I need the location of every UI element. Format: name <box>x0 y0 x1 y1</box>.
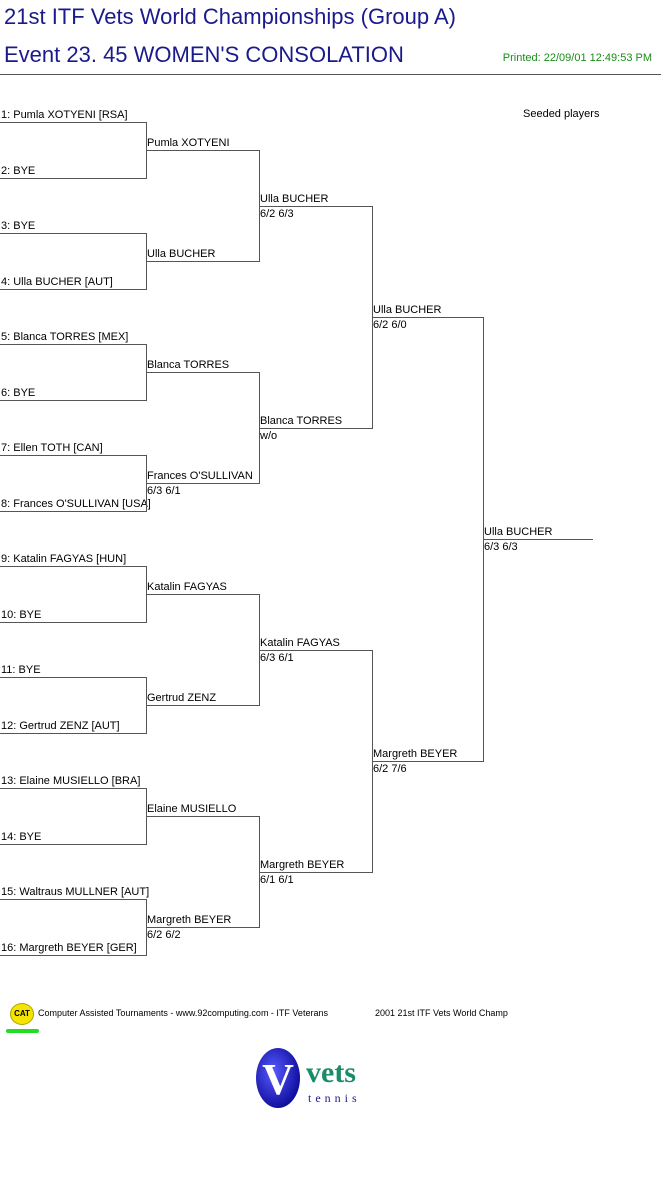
player-entry: 8: Frances O'SULLIVAN [USA] <box>1 498 151 510</box>
bracket-line <box>0 788 146 789</box>
bracket-line <box>0 899 146 900</box>
bracket-line <box>146 483 259 484</box>
header-divider <box>0 74 661 75</box>
match-winner-name: Pumla XOTYENI <box>147 137 230 149</box>
footer-credit: Computer Assisted Tournaments - www.92co… <box>38 1008 328 1018</box>
printed-timestamp: Printed: 22/09/01 12:49:53 PM <box>502 52 652 64</box>
bracket-line <box>0 233 146 234</box>
match-winner-name: Margreth BEYER <box>260 859 345 871</box>
cat-logo-icon: CAT <box>10 1003 34 1025</box>
logo-word: vets <box>306 1056 356 1089</box>
player-entry: 7: Ellen TOTH [CAN] <box>1 442 103 454</box>
vets-tennis-logo-icon: V vets tennis <box>256 1048 361 1108</box>
bracket-line <box>146 150 259 151</box>
bracket-line <box>146 594 259 595</box>
bracket-line <box>0 955 146 956</box>
bracket-line <box>146 816 259 817</box>
match-winner-name: Margreth BEYER <box>373 748 458 760</box>
event-title: Event 23. 45 WOMEN'S CONSOLATION <box>4 42 404 67</box>
match-score: 6/2 7/6 <box>373 763 407 775</box>
match-winner-name: Ulla BUCHER <box>260 193 329 205</box>
bracket-line <box>0 844 146 845</box>
player-entry: 6: BYE <box>1 387 36 399</box>
player-entry: 2: BYE <box>1 165 36 177</box>
bracket-line <box>0 178 146 179</box>
bracket-line <box>0 566 146 567</box>
bracket-line <box>146 261 259 262</box>
player-entry: 16: Margreth BEYER [GER] <box>1 942 137 954</box>
player-entry: 5: Blanca TORRES [MEX] <box>1 331 129 343</box>
bracket-line <box>0 511 146 512</box>
cat-underline <box>6 1029 39 1033</box>
match-score: 6/2 6/0 <box>373 319 407 331</box>
bracket-line <box>146 927 259 928</box>
bracket-line <box>372 317 483 318</box>
player-entry: 3: BYE <box>1 220 36 232</box>
footer-event: 2001 21st ITF Vets World Champ <box>375 1008 508 1018</box>
match-score: w/o <box>260 430 278 442</box>
match-score: 6/1 6/1 <box>260 874 294 886</box>
match-winner-name: Katalin FAGYAS <box>260 637 340 649</box>
bracket-line <box>0 344 146 345</box>
bracket-line <box>0 622 146 623</box>
match-winner-name: Elaine MUSIELLO <box>147 803 237 815</box>
player-entry: 14: BYE <box>1 831 42 843</box>
match-winner-name: Gertrud ZENZ <box>147 692 217 704</box>
match-winner-name: Katalin FAGYAS <box>147 581 227 593</box>
player-entry: 10: BYE <box>1 609 42 621</box>
match-score: 6/3 6/1 <box>147 485 181 497</box>
tournament-title: 21st ITF Vets World Championships (Group… <box>4 4 456 29</box>
player-entry: 11: BYE <box>1 664 41 676</box>
player-entry: 4: Ulla BUCHER [AUT] <box>1 276 113 288</box>
player-entry: 15: Waltraus MULLNER [AUT] <box>1 886 150 898</box>
player-entry: 1: Pumla XOTYENI [RSA] <box>1 109 128 121</box>
bracket-line <box>146 705 259 706</box>
player-entry: 13: Elaine MUSIELLO [BRA] <box>1 775 141 787</box>
player-entry: 9: Katalin FAGYAS [HUN] <box>1 553 127 565</box>
logo-letter: V <box>262 1055 294 1104</box>
bracket-line <box>0 677 146 678</box>
bracket-line <box>259 428 372 429</box>
match-winner-name: Ulla BUCHER <box>373 304 442 316</box>
bracket-line <box>259 650 372 651</box>
match-score: 6/2 6/3 <box>260 208 294 220</box>
bracket-line <box>0 455 146 456</box>
draw-bracket: 1: Pumla XOTYENI [RSA] 2: BYE 3: BYE 4: Ull… <box>0 109 593 956</box>
match-score: 6/2 6/2 <box>147 929 181 941</box>
match-winner-name: Blanca TORRES <box>260 415 343 427</box>
match-winner-name: Margreth BEYER <box>147 914 232 926</box>
seeded-players-link[interactable]: Seeded players <box>523 108 600 120</box>
bracket-line <box>259 872 372 873</box>
match-winner-name: Ulla BUCHER <box>484 526 553 538</box>
bracket-line <box>259 206 372 207</box>
bracket-line <box>0 400 146 401</box>
bracket-line <box>0 733 146 734</box>
match-winner-name: Blanca TORRES <box>147 359 230 371</box>
logo-sub: tennis <box>308 1091 361 1105</box>
bracket-line <box>146 372 259 373</box>
match-winner-name: Ulla BUCHER <box>147 248 216 260</box>
match-winner-name: Frances O'SULLIVAN <box>147 470 253 482</box>
match-score: 6/3 6/1 <box>260 652 294 664</box>
match-score: 6/3 6/3 <box>484 541 518 553</box>
bracket-line <box>0 122 146 123</box>
bracket-line <box>483 539 593 540</box>
player-entry: 12: Gertrud ZENZ [AUT] <box>1 720 120 732</box>
bracket-line <box>0 289 146 290</box>
bracket-line <box>372 761 483 762</box>
